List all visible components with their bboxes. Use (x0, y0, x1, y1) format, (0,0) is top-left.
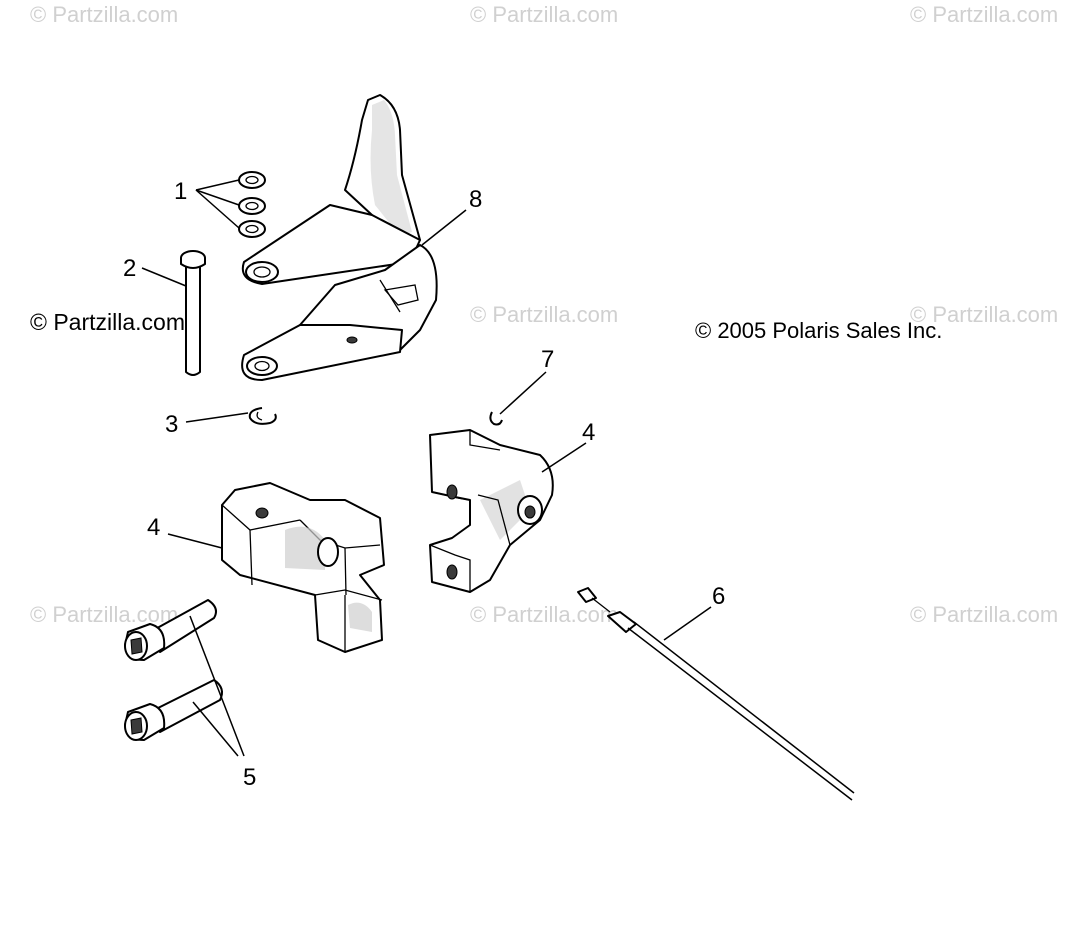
copyright-text: © 2005 Polaris Sales Inc. (695, 318, 942, 343)
watermark-top-right: © Partzilla.com (910, 2, 1058, 27)
clip-part-7 (489, 411, 503, 426)
callout-4-left: 4 (147, 514, 160, 541)
callout-4-right: 4 (582, 419, 595, 446)
watermark-low-center: © Partzilla.com (470, 602, 618, 627)
watermark-left-dark: © Partzilla.com (30, 309, 185, 335)
watermark-low-left: © Partzilla.com (30, 602, 178, 627)
callout-6: 6 (712, 583, 725, 610)
watermark-top-center: © Partzilla.com (470, 2, 618, 27)
callout-1: 1 (174, 178, 187, 205)
watermark-layer: © Partzilla.com © Partzilla.com © Partzi… (30, 2, 1058, 627)
callout-8: 8 (469, 186, 482, 213)
housing-half-part-4-right (429, 429, 554, 593)
callout-labels: 1 2 3 4 4 5 6 7 8 (123, 178, 725, 791)
watermark-top-left: © Partzilla.com (30, 2, 178, 27)
housing-block-part-4-left (221, 482, 385, 653)
washers-part-1 (238, 171, 266, 238)
e-clip-part-3 (248, 407, 277, 425)
cable-part-6 (577, 587, 855, 801)
watermark-mid-center: © Partzilla.com (470, 302, 618, 327)
watermark-low-right: © Partzilla.com (910, 602, 1058, 627)
callout-3: 3 (165, 411, 178, 438)
callout-7: 7 (541, 346, 554, 373)
callout-5: 5 (243, 764, 256, 791)
pin-part-2 (180, 250, 206, 376)
leader-lines (141, 179, 712, 757)
bolts-part-5 (124, 599, 223, 741)
callout-2: 2 (123, 255, 136, 282)
bracket-part-8 (241, 94, 438, 381)
watermark-mid-right: © Partzilla.com (910, 302, 1058, 327)
